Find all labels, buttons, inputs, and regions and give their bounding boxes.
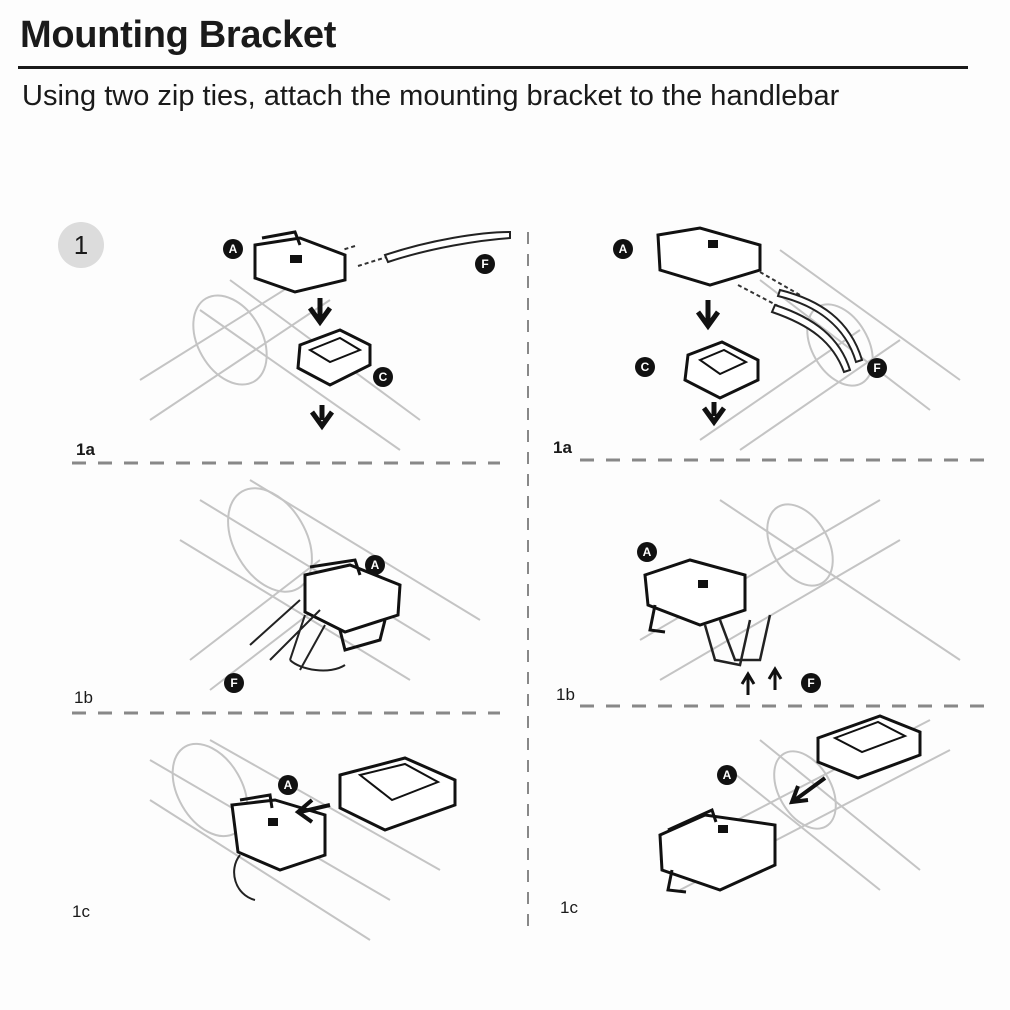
svg-text:F: F [807,676,814,690]
panel-label-1c-right: 1c [560,898,578,917]
badge-a: A [229,242,238,256]
badge-c: C [379,370,388,384]
panel-1c-right-art [658,714,951,894]
svg-text:F: F [873,361,880,375]
panel-label-1a-right: 1a [553,438,572,457]
part-badges: A F C A C F A F A F A A [223,239,887,795]
panel-label-1b-left: 1b [74,688,93,707]
svg-text:A: A [284,778,293,792]
step-number-badge: 1 [58,222,104,268]
svg-text:A: A [723,768,732,782]
page-title: Mounting Bracket [20,14,337,56]
panel-1b-right-art [639,499,961,695]
panel-1a-right-art [656,226,961,451]
panel-label-1a-left: 1a [76,440,95,459]
page-subtitle: Using two zip ties, attach the mounting … [22,80,840,112]
panel-1b-left-art [179,479,481,691]
panel-label-1c-left: 1c [72,902,90,921]
badge-f: F [481,257,488,271]
title-underline [18,66,968,69]
svg-text:A: A [371,558,380,572]
panel-label-1b-right: 1b [556,685,575,704]
panel-1a-left-art [139,230,511,451]
svg-text:F: F [230,676,237,690]
svg-text:C: C [641,360,650,374]
panel-1c-left-art [149,739,457,941]
svg-text:A: A [643,545,652,559]
svg-text:A: A [619,242,628,256]
